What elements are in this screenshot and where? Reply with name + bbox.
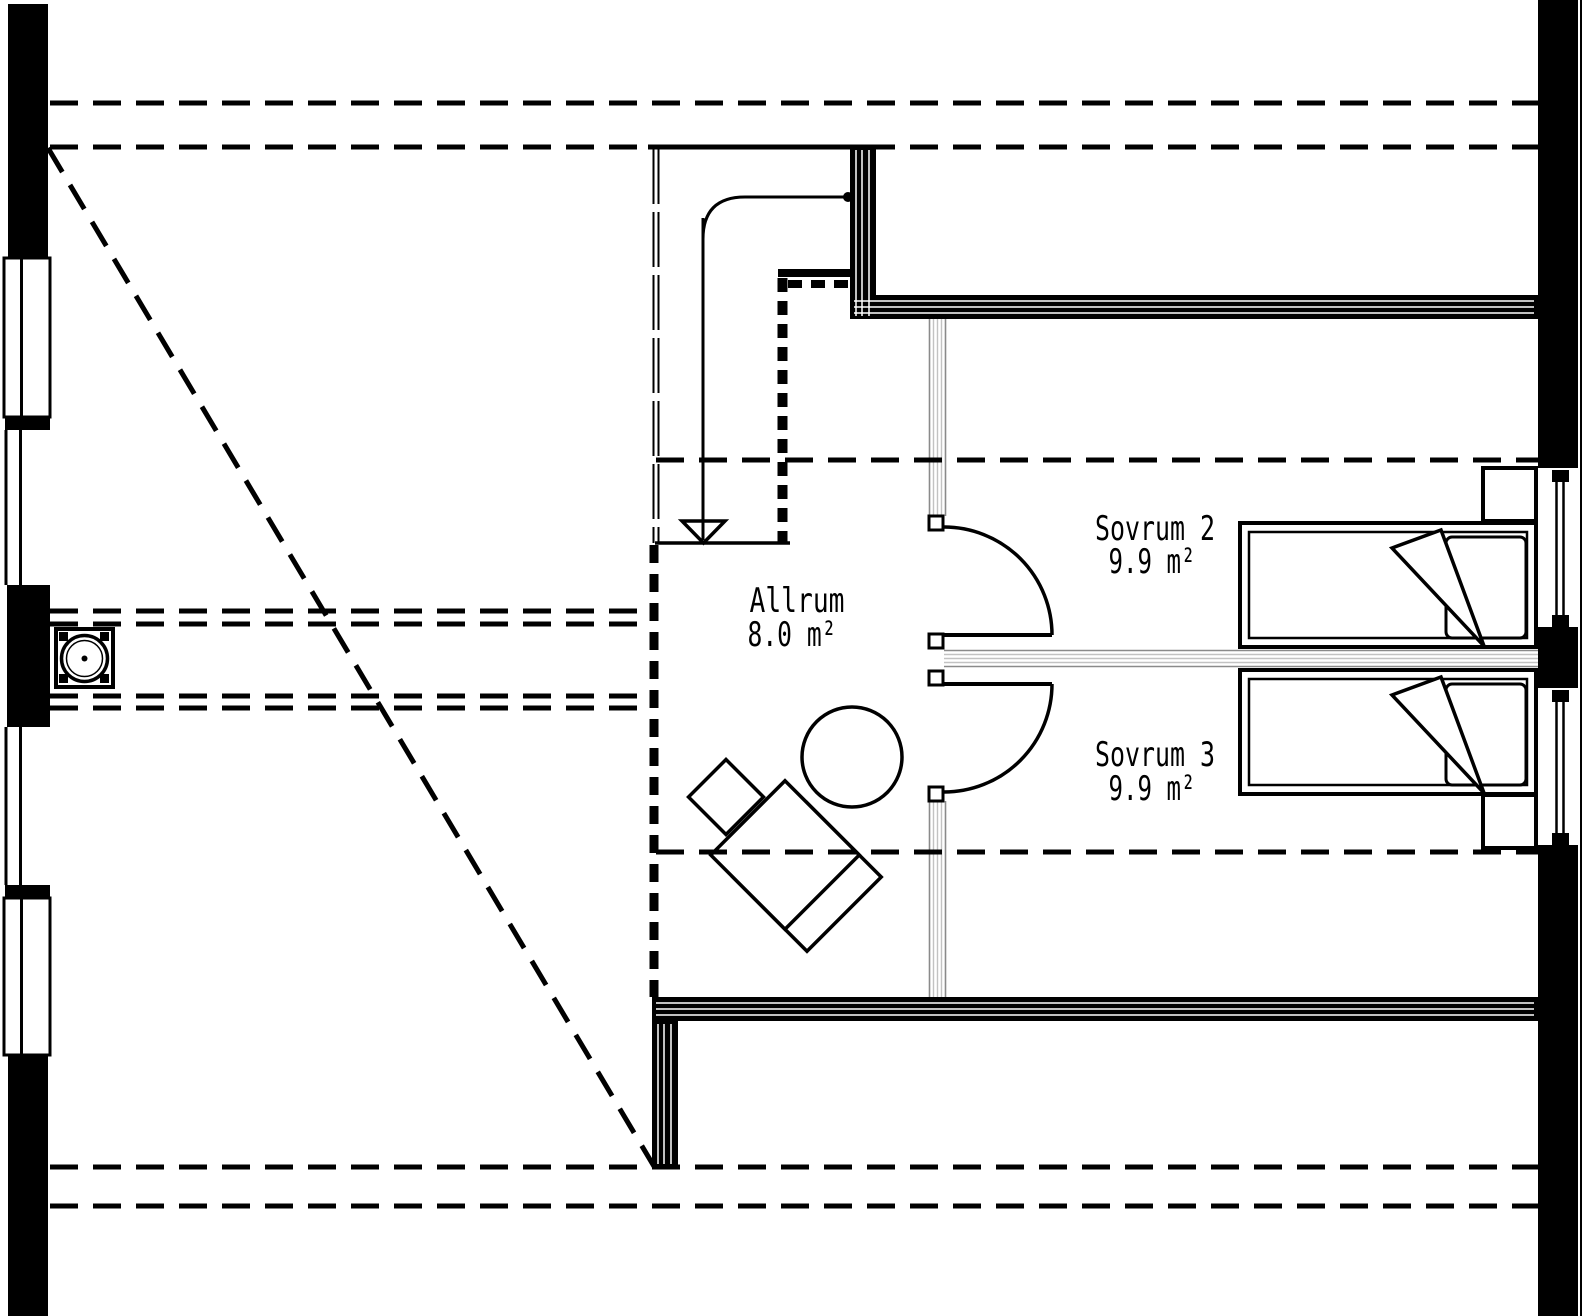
door-sovrum-2 <box>927 514 1054 650</box>
chimney-corner <box>59 632 68 641</box>
chimney-flue-inner <box>65 639 104 678</box>
bed-sovrum-3 <box>1238 668 1538 796</box>
bed-blanket-fold <box>1388 527 1486 648</box>
wall-segment <box>5 885 50 898</box>
window-frame-cap <box>1552 615 1569 627</box>
partition-wall-allrum-sovrum2 <box>928 319 947 516</box>
bed-sovrum-2 <box>1238 521 1538 649</box>
bed-blanket-fold <box>1388 674 1486 795</box>
chimney <box>54 627 115 689</box>
window-frame <box>2 256 52 419</box>
partition-wall-allrum-sovrum3 <box>928 801 947 997</box>
partition-line <box>932 319 943 516</box>
room-label-sovrum-3: Sovrum 3 <box>1095 735 1215 775</box>
wall-segment <box>8 4 48 258</box>
wall-lamination-lines <box>656 150 1534 1164</box>
gable-stub-wall <box>652 1021 678 1168</box>
window-frame-cap <box>1552 470 1569 482</box>
wall-segment <box>8 1055 48 1316</box>
door-swing-arc <box>943 525 1054 636</box>
room-label-allrum: Allrum <box>750 581 845 621</box>
nightstand <box>1481 793 1538 850</box>
side-chair <box>686 757 766 837</box>
stair-direction-arrowhead <box>677 519 730 546</box>
partition-wall-between-bedrooms <box>944 649 1538 668</box>
exterior-wall-right <box>1538 0 1582 1316</box>
door-sovrum-3 <box>927 669 1054 803</box>
partition-line <box>944 653 1538 664</box>
window-frame-cap <box>1552 833 1569 845</box>
lamination-line <box>855 150 870 316</box>
window-frame <box>2 896 52 1057</box>
chimney-corner <box>100 674 109 683</box>
partition-line <box>932 801 943 997</box>
left-wall-thin-segment <box>4 430 22 885</box>
stair-side-wall <box>850 147 876 319</box>
room-labels: Allrum 8.0 m² Sovrum 2 9.9 m² Sovrum 3 9… <box>748 509 1216 809</box>
chimney-corner <box>100 632 109 641</box>
round-table <box>800 705 904 809</box>
ceiling-height-dashed-lines <box>656 457 1538 855</box>
right-window-2 <box>1552 690 1569 845</box>
right-window-1 <box>1552 470 1569 627</box>
door-hinge-post <box>927 669 945 687</box>
door-hinge-post <box>927 632 945 650</box>
left-window-top <box>2 256 52 419</box>
chimney-corner <box>59 674 68 683</box>
allrum-furniture <box>686 705 904 954</box>
wall-segment <box>5 417 50 430</box>
bedroom-furniture <box>1238 466 1538 850</box>
room-label-sovrum-2: Sovrum 2 <box>1095 509 1215 549</box>
wall-segment <box>1538 627 1578 688</box>
window-frame-cap <box>1552 690 1569 702</box>
wall-segment <box>1538 845 1578 1316</box>
door-jamb-post <box>927 514 945 532</box>
wall-segment <box>7 585 50 727</box>
left-window-bottom <box>2 896 52 1057</box>
room-area-allrum: 8.0 m² <box>748 615 837 655</box>
door-swing-arc <box>943 683 1054 794</box>
staircase <box>648 144 876 546</box>
chimney-flue-center-dot <box>81 655 88 662</box>
lamination-line <box>656 1002 1534 1016</box>
room-area-sovrum-3: 9.9 m² <box>1109 769 1196 809</box>
armchair-seat <box>708 778 862 932</box>
exterior-wall-left <box>2 4 52 1316</box>
lamination-line <box>657 1024 672 1164</box>
lamination-line <box>854 300 1534 314</box>
door-jamb-post <box>927 785 945 803</box>
interior-thick-walls <box>652 147 1538 1168</box>
room-area-sovrum-2: 9.9 m² <box>1109 542 1196 582</box>
stair-direction-curve <box>701 195 848 240</box>
nightstand <box>1481 466 1538 523</box>
roof-diagonal-dash <box>45 146 658 1170</box>
stair-direction-start-dot <box>843 192 853 202</box>
wall-segment <box>1538 0 1578 468</box>
